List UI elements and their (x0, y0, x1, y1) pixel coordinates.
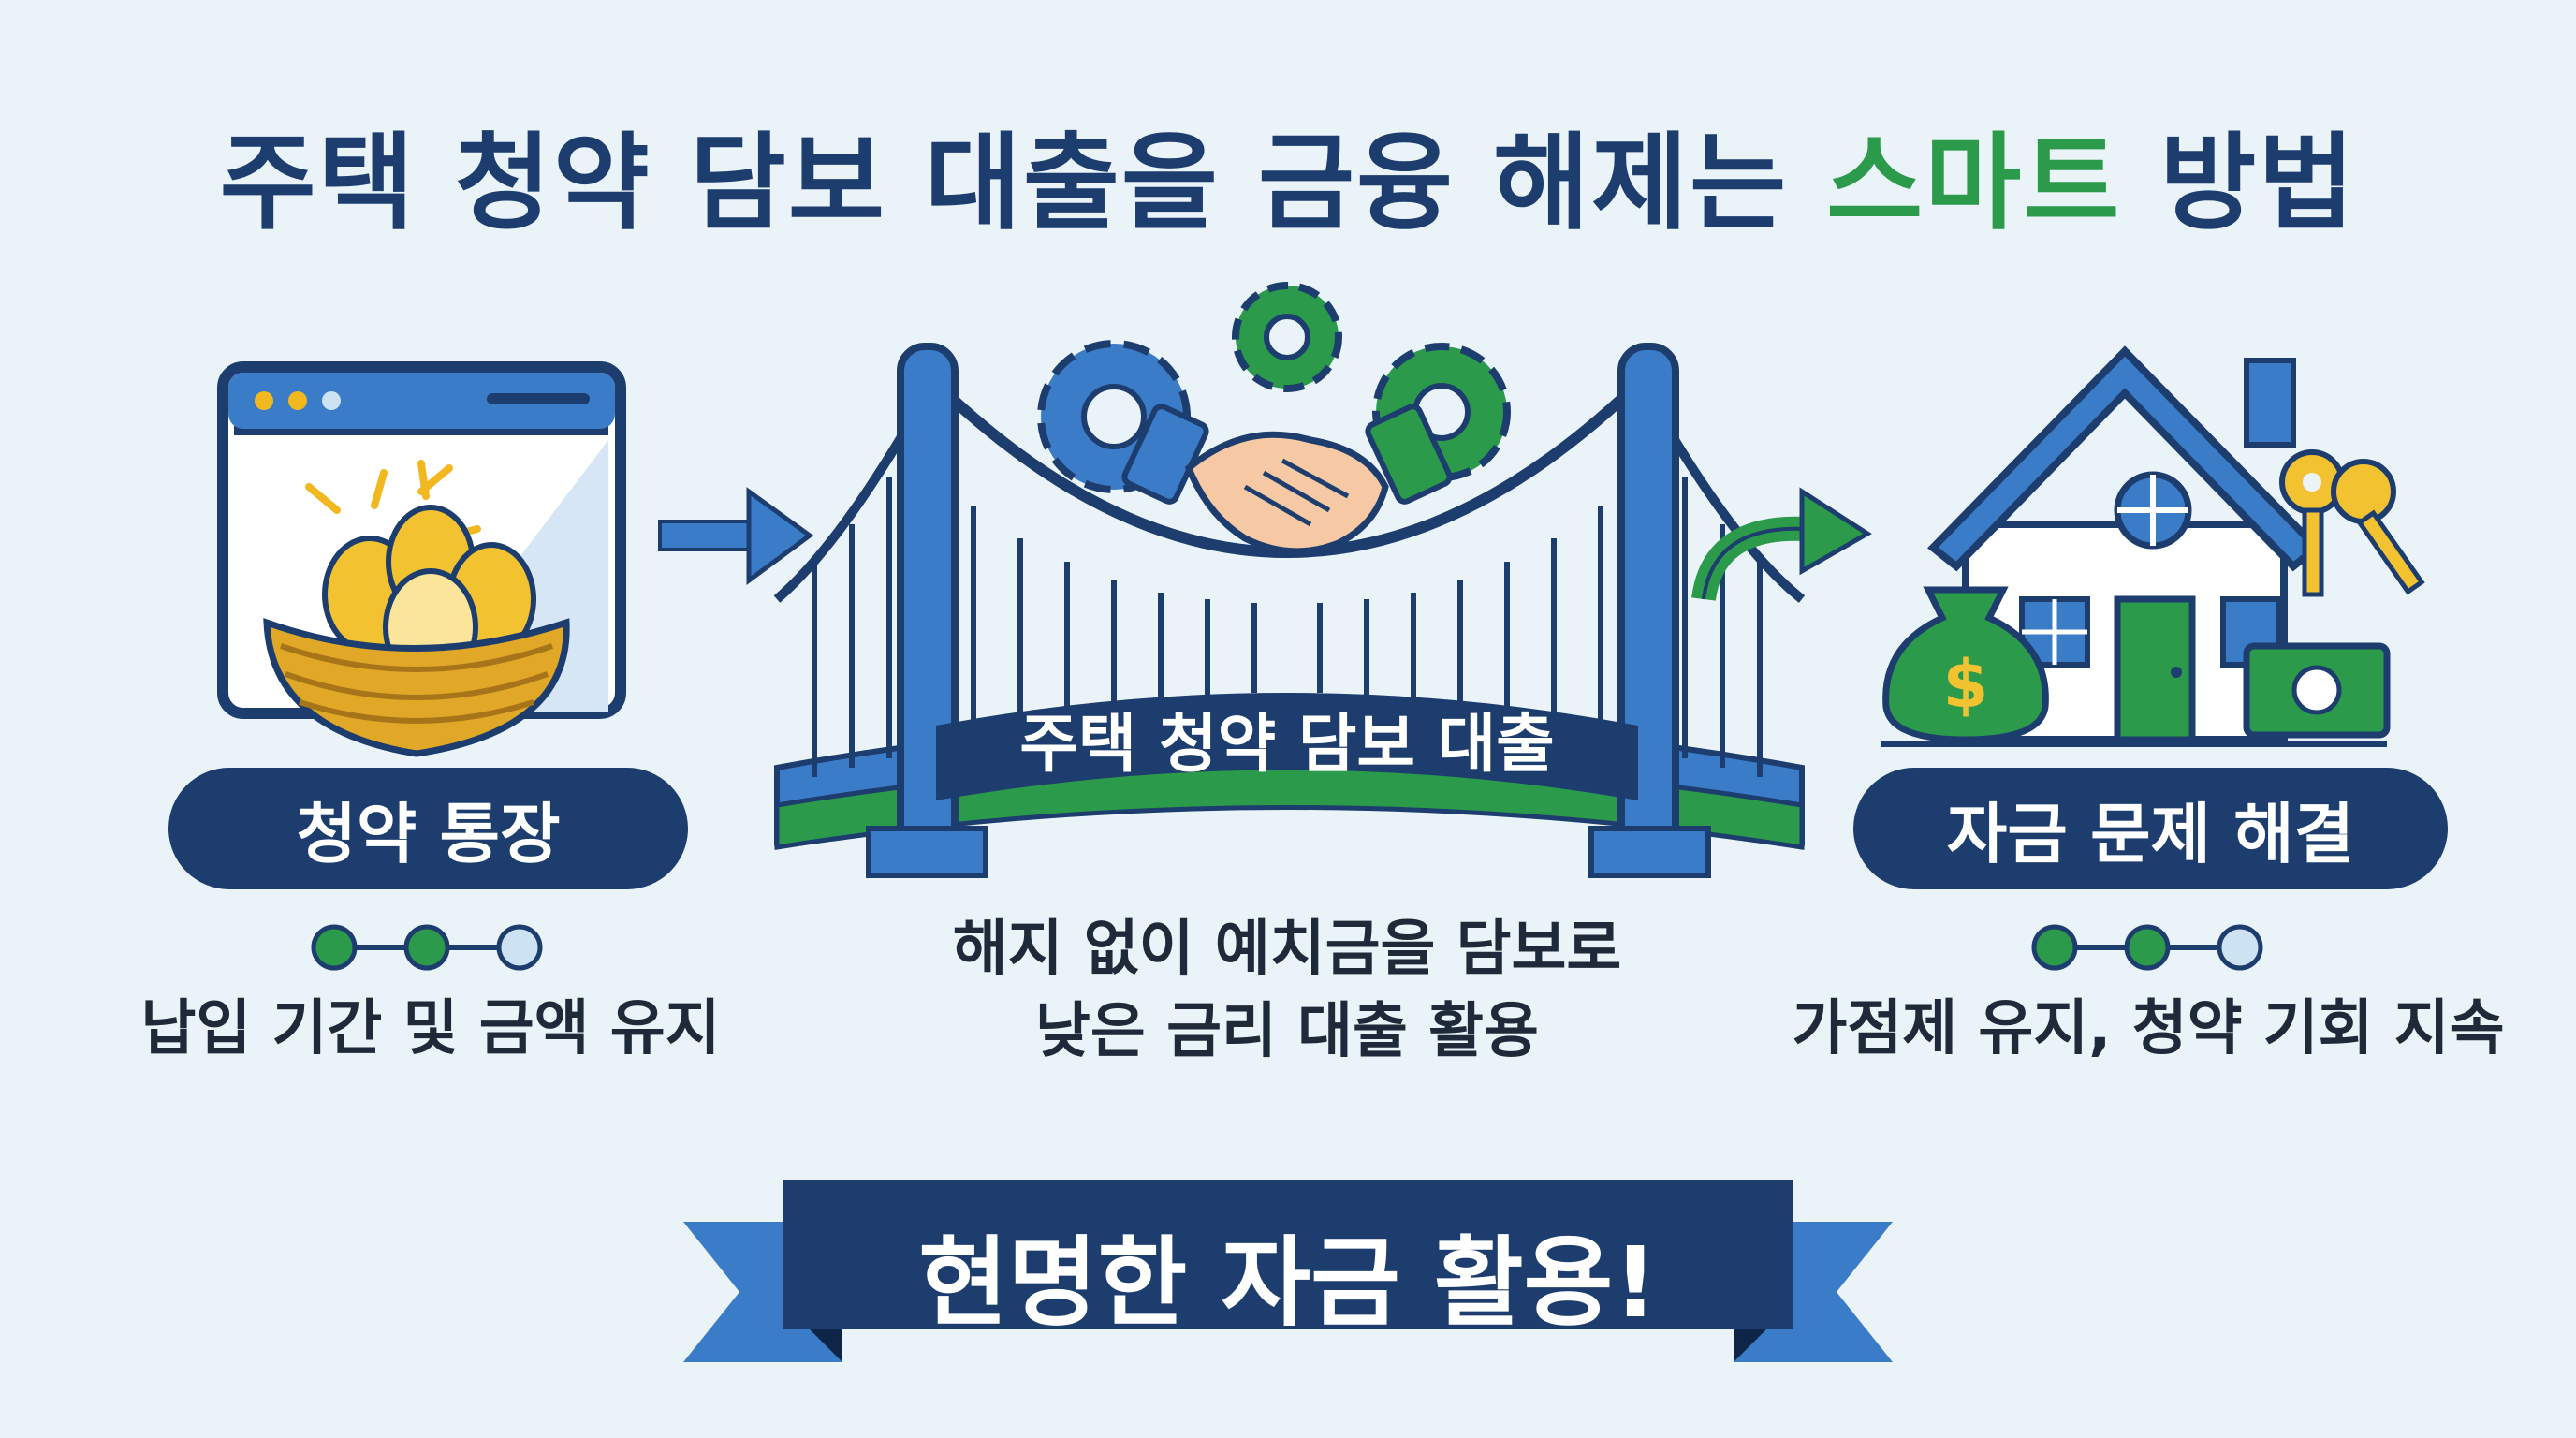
cash-bill-icon (2243, 642, 2391, 739)
left-caption: 납입 기간 및 금액 유지 (140, 994, 721, 1064)
center-caption-line2: 낮은 금리 대출 활용 (1035, 997, 1539, 1066)
arrow-right-icon (658, 487, 814, 585)
title-prefix: 주택 청약 담보 대출을 금융 해제는 (219, 123, 1827, 244)
right-caption: 가점제 유지, 청약 기회 지속 (1792, 994, 2505, 1064)
center-label: 주택 청약 담보 대출 (1019, 707, 1555, 782)
page-title: 주택 청약 담보 대출을 금융 해제는 스마트 방법 (0, 98, 2576, 250)
right-label: 자금 문제 해결 (1853, 768, 2448, 889)
handshake-icon (1121, 404, 1453, 555)
keys-icon (2279, 449, 2425, 597)
svg-text:$: $ (1943, 646, 1989, 723)
money-bag-icon: $ (1882, 586, 2049, 743)
center-caption-line1: 해지 없이 예치금을 담보로 (952, 915, 1622, 984)
curved-arrow-icon (1691, 487, 1872, 602)
footer-ribbon (683, 1180, 1893, 1362)
center-ribbon (936, 693, 1638, 800)
left-label: 청약 통장 (168, 768, 688, 889)
footer-banner-text: 현명한 자금 활용! (918, 1225, 1658, 1340)
title-accent: 스마트 (1826, 123, 2122, 244)
golden-egg-nest-icon (263, 460, 570, 757)
title-suffix: 방법 (2121, 123, 2357, 244)
progress-dots-right (2031, 924, 2263, 971)
progress-dots-left (311, 924, 543, 971)
suspension-bridge-icon (773, 343, 1806, 878)
